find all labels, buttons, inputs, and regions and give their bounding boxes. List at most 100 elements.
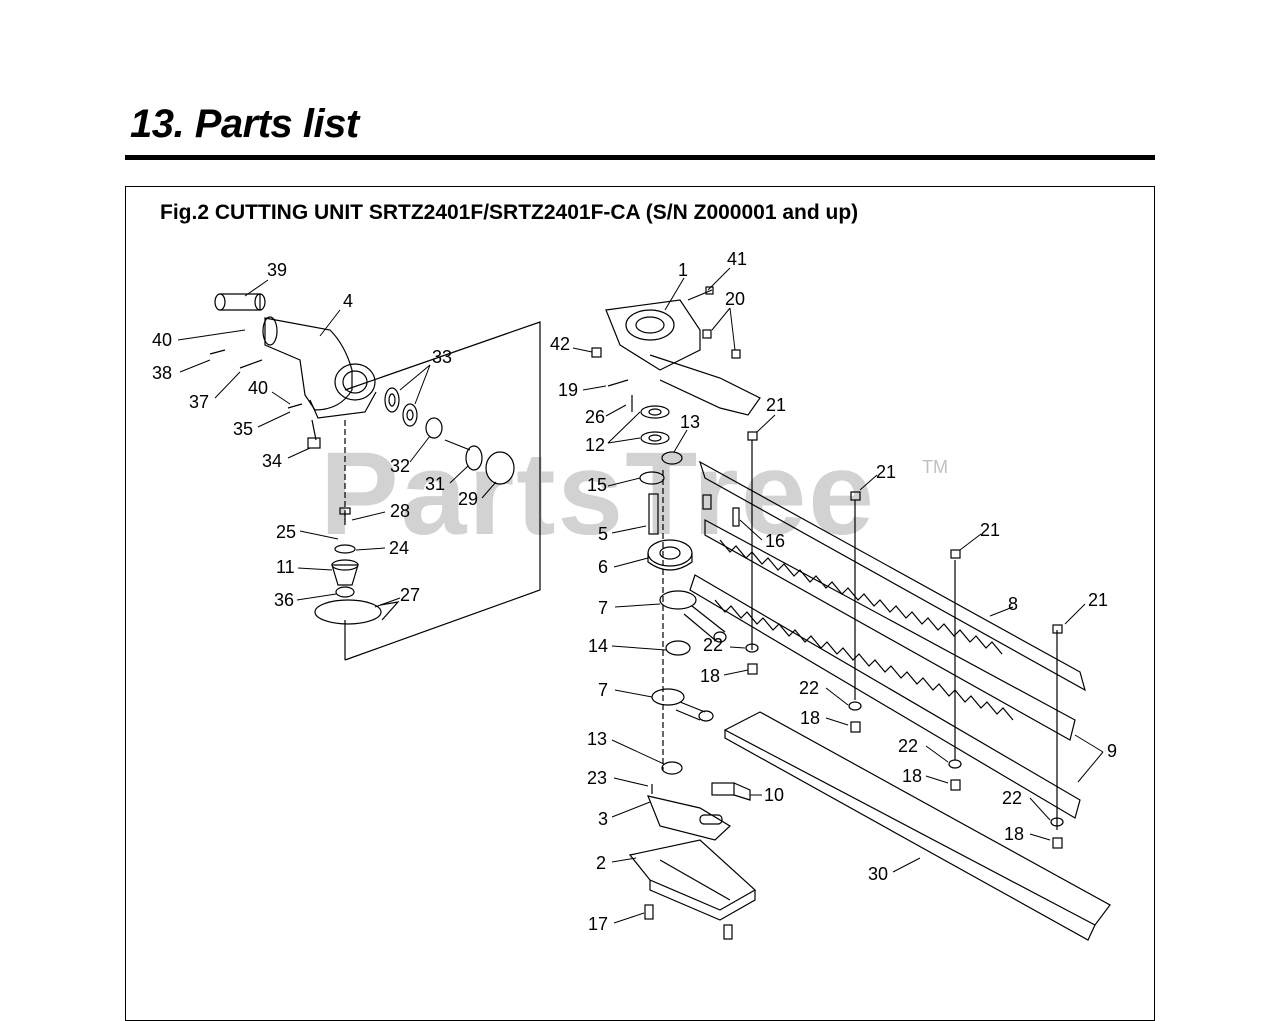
callout-18b: 18: [800, 708, 820, 728]
main-gear-part-6: [647, 539, 693, 571]
bevel-gear-part-11: [331, 559, 359, 586]
shaft-sleeve-part-39: [214, 293, 266, 311]
callout-3: 3: [598, 809, 608, 829]
callout-29: 29: [458, 489, 478, 509]
snap-ring-part-32: [425, 417, 443, 439]
small-bolts-left: [209, 349, 321, 449]
vertical-bolt-lines: [751, 440, 1058, 830]
washer-part-24: [334, 544, 356, 554]
connecting-rod-part-7-upper: [659, 590, 727, 643]
callout-37: 37: [189, 392, 209, 412]
nuts-part-20: [702, 329, 741, 359]
callout-31: 31: [425, 474, 445, 494]
lower-case-part-2: [628, 839, 757, 921]
guide-plate-part-8: [698, 460, 1086, 692]
callout-7: 7: [598, 598, 608, 618]
callout-15: 15: [587, 475, 607, 495]
callout-8: 8: [1008, 594, 1018, 614]
blade-cover-part-30: [723, 711, 1111, 941]
pin-part-28: [339, 507, 351, 525]
callout-6: 6: [598, 557, 608, 577]
callout-39: 39: [267, 260, 287, 280]
cap-part-29: [485, 451, 515, 485]
callout-23: 23: [587, 768, 607, 788]
callout-2: 2: [596, 853, 606, 873]
washer-part-36: [335, 586, 355, 598]
callout-38: 38: [152, 363, 172, 383]
callout-13: 13: [680, 412, 700, 432]
gear-case-part-4: [262, 316, 377, 419]
bolts-part-17: [644, 904, 733, 940]
callout-22c: 22: [898, 736, 918, 756]
callout-28: 28: [390, 501, 410, 521]
callout-33: 33: [432, 347, 452, 367]
callout-14: 14: [588, 636, 608, 656]
plate-part-27: [314, 599, 400, 625]
callout-25: 25: [276, 522, 296, 542]
title-rule: [125, 155, 1155, 160]
callout-21b: 21: [876, 462, 896, 482]
callout-40b: 40: [248, 378, 268, 398]
bearing-part-33: [384, 387, 418, 427]
callout-10: 10: [764, 785, 784, 805]
callout-11: 11: [276, 557, 295, 577]
callout-36: 36: [274, 590, 294, 610]
callout-42: 42: [550, 334, 570, 354]
callout-1: 1: [678, 260, 688, 280]
callout-7b: 7: [598, 680, 608, 700]
spacers-part-16: [702, 494, 740, 527]
callout-19: 19: [558, 380, 578, 400]
callout-40: 40: [152, 330, 172, 350]
pinion-part-31: [444, 439, 483, 471]
page-title: 13. Parts list: [130, 102, 359, 146]
callout-13b: 13: [587, 729, 607, 749]
callout-34: 34: [262, 451, 282, 471]
nut-part-42: [591, 347, 602, 358]
callout-24: 24: [389, 538, 409, 558]
callout-27: 27: [400, 585, 420, 605]
callout-17: 17: [588, 914, 608, 934]
callout-21a: 21: [766, 395, 786, 415]
upper-blade-part-9: [704, 518, 1076, 741]
callout-26: 26: [585, 407, 605, 427]
callout-21c: 21: [980, 520, 1000, 540]
callout-5: 5: [598, 524, 608, 544]
callout-22d: 22: [1002, 788, 1022, 808]
watermark: PartsTree: [320, 428, 876, 560]
plate-part-3: [647, 795, 731, 841]
bearing-part-13-upper: [661, 451, 683, 465]
callout-18c: 18: [902, 766, 922, 786]
bearing-part-13-lower: [661, 761, 683, 775]
callout-22b: 22: [799, 678, 819, 698]
callout-16: 16: [765, 531, 785, 551]
nuts-part-21: [747, 431, 1063, 634]
shaft-part-5: [648, 493, 659, 535]
ring-part-14: [665, 640, 691, 656]
callout-9: 9: [1107, 741, 1117, 761]
upper-case-part-1: [605, 299, 761, 416]
leader-lines: [177, 267, 1104, 924]
callout-32: 32: [390, 456, 410, 476]
bolts-part-18: [747, 663, 1063, 849]
bolt-part-41: [687, 286, 714, 301]
callout-20: 20: [725, 289, 745, 309]
callout-18d: 18: [1004, 824, 1024, 844]
callout-12: 12: [585, 435, 605, 455]
callout-30: 30: [868, 864, 888, 884]
callout-21d: 21: [1088, 590, 1108, 610]
callout-4: 4: [343, 291, 353, 311]
callout-35: 35: [233, 419, 253, 439]
perspective-box: [344, 321, 541, 661]
callout-labels: 39 4 40 38 37 40 35 34 33 32 31 29 28 25…: [152, 249, 1117, 934]
callout-41: 41: [727, 249, 747, 269]
washers-part-22: [745, 643, 1064, 827]
bracket-part-10: [711, 782, 751, 801]
lower-blade-part-9: [689, 574, 1081, 819]
snap-ring-part-15: [639, 471, 665, 485]
connecting-rod-part-7-lower: [651, 688, 714, 722]
figure-caption: Fig.2 CUTTING UNIT SRTZ2401F/SRTZ2401F-C…: [160, 201, 859, 224]
callout-22a: 22: [703, 635, 723, 655]
callout-18a: 18: [700, 666, 720, 686]
watermark-tm: TM: [922, 457, 948, 477]
